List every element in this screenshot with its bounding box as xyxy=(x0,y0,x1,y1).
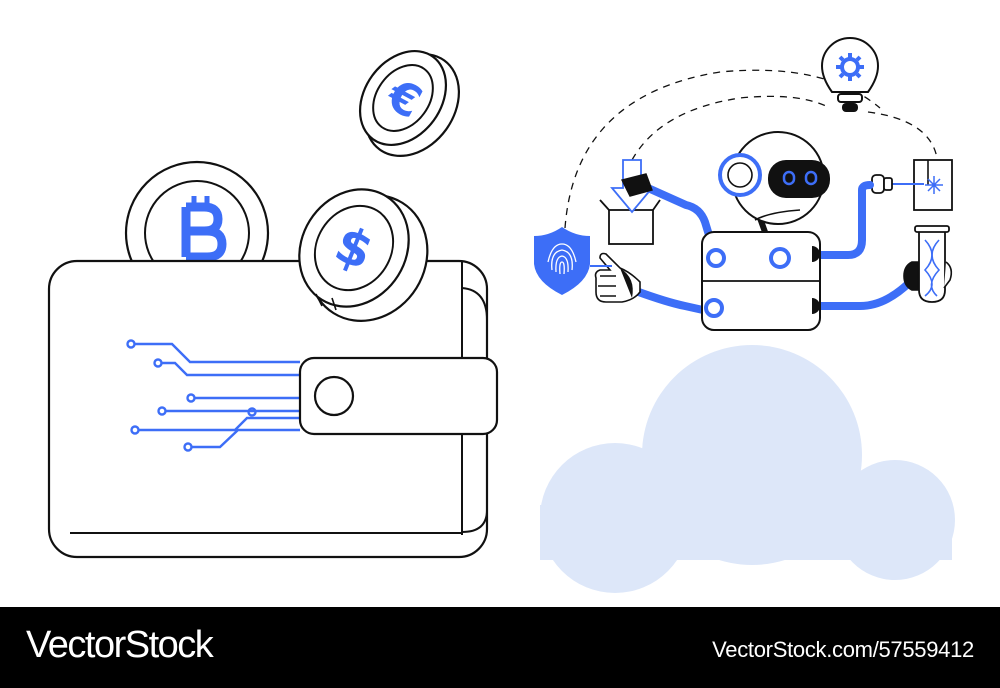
robot-hand-left xyxy=(594,252,641,303)
connection-arcs xyxy=(564,69,938,229)
cloud-shape xyxy=(540,345,955,593)
circuit-lines xyxy=(126,339,300,452)
robot-head xyxy=(718,131,830,225)
stock-id-text: VectorStock.com/57559412 xyxy=(712,637,974,662)
footer-bar: VectorStock VectorStock.com/57559412 xyxy=(0,607,1000,688)
box-arrow-icon xyxy=(599,159,661,245)
laser-device-icon xyxy=(871,159,953,211)
brand-logo: VectorStock xyxy=(26,624,214,666)
robot xyxy=(701,131,830,331)
robot-hand-top xyxy=(620,173,653,197)
gear-icon xyxy=(836,53,864,81)
shield-icon xyxy=(534,227,590,295)
illustration-canvas: $ € xyxy=(47,37,955,593)
robot-hand-right xyxy=(903,261,953,291)
bitcoin-icon xyxy=(181,196,227,268)
test-tube-icon xyxy=(914,225,950,303)
dna-icon xyxy=(923,239,941,297)
lightbulb-icon xyxy=(820,37,880,112)
dollar-coin: $ xyxy=(298,188,429,322)
euro-coin: € xyxy=(358,49,461,157)
fingerprint-icon xyxy=(547,243,577,275)
wallet-clasp xyxy=(298,356,499,436)
